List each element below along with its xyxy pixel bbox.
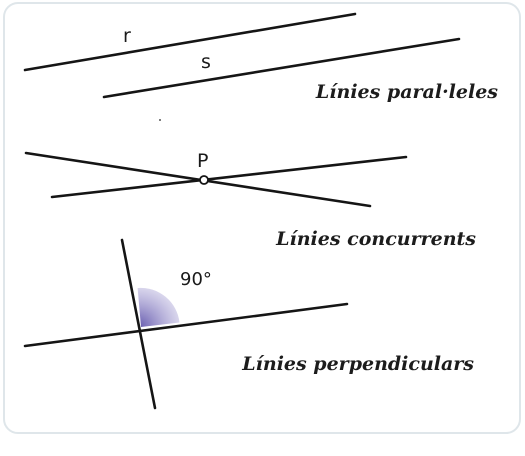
perpendicular-line-a bbox=[120, 238, 157, 410]
page-frame bbox=[3, 2, 521, 434]
scan-speck bbox=[159, 119, 161, 121]
line-r-label: r bbox=[123, 25, 131, 47]
point-p-label: P bbox=[197, 150, 208, 172]
concurrent-line-b bbox=[50, 155, 408, 199]
right-angle-marker bbox=[137, 287, 180, 327]
line-s bbox=[102, 37, 461, 99]
concurrent-caption: Línies concurrents bbox=[275, 228, 476, 250]
perpendicular-lines-group: 90° Línies perpendiculars bbox=[23, 238, 474, 410]
parallel-caption: Línies paral·leles bbox=[315, 81, 498, 103]
point-p-marker bbox=[199, 175, 209, 185]
line-s-label: s bbox=[201, 51, 211, 73]
parallel-lines-group: r s Línies paral·leles bbox=[23, 12, 498, 103]
perpendicular-caption: Línies perpendiculars bbox=[241, 353, 474, 375]
line-r bbox=[23, 12, 357, 72]
concurrent-lines-group: P Línies concurrents bbox=[24, 150, 476, 250]
perpendicular-line-b bbox=[23, 302, 349, 348]
angle-label: 90° bbox=[180, 269, 212, 290]
